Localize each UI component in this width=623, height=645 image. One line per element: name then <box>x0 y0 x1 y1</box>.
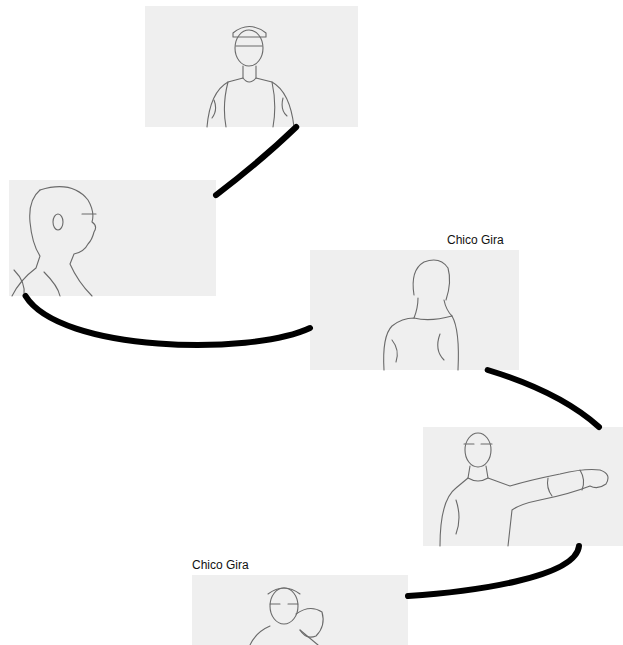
photo-frame <box>9 180 216 296</box>
photo-frame: Chico Gira <box>192 575 408 645</box>
photo-frame: Chico Gira <box>310 250 519 370</box>
photo-frame <box>145 6 358 127</box>
brush-connector <box>216 127 296 195</box>
photo-frame <box>423 427 623 546</box>
brush-connector <box>488 370 599 427</box>
brush-connector <box>408 546 579 596</box>
frame-caption: Chico Gira <box>447 233 504 247</box>
frame-caption: Chico Gira <box>192 558 249 572</box>
brush-connector <box>26 296 310 345</box>
